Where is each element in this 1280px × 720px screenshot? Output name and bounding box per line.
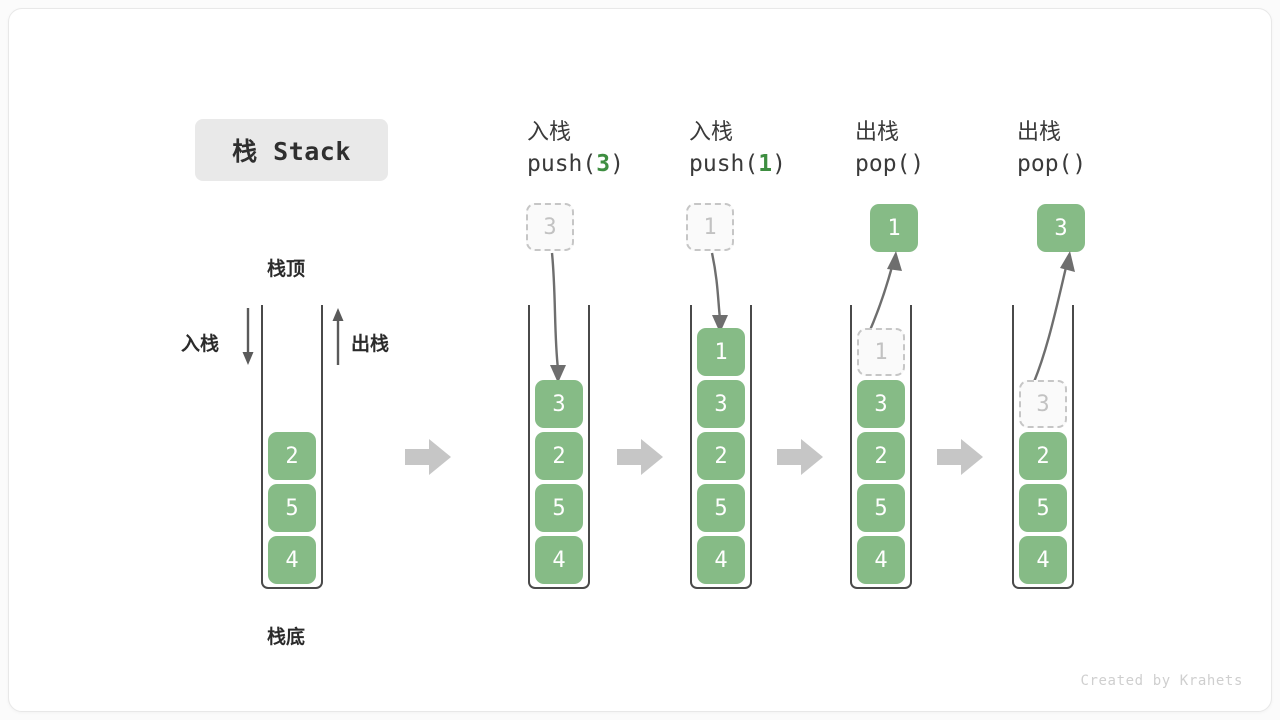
column-code-label: pop() (855, 147, 1035, 181)
column-header-push-1: 入栈 push(1) (689, 117, 869, 181)
stack-cell: 4 (535, 536, 583, 584)
step-arrow-icon (617, 439, 663, 475)
floating-cell: 3 (1037, 204, 1085, 252)
push-direction-label: 入栈 (181, 334, 220, 355)
stack-cell: 4 (857, 536, 905, 584)
stack-cell: 2 (535, 432, 583, 480)
column-header-pop-1: 出栈 pop() (855, 117, 1035, 181)
stack-cell: 1 (697, 328, 745, 376)
push-flow-arrow-icon (710, 252, 728, 333)
floating-cell: 3 (526, 203, 574, 251)
code-suffix: ) (1072, 151, 1087, 177)
code-prefix: pop( (1017, 151, 1073, 177)
stack-cell: 5 (268, 484, 316, 532)
stack-cell: 3 (1019, 380, 1067, 428)
column-op-label: 入栈 (689, 119, 734, 144)
column-header-push-3: 入栈 push(3) (527, 117, 707, 181)
column-op-label: 出栈 (855, 119, 900, 144)
stack-cell: 5 (535, 484, 583, 532)
step-arrow-icon (937, 439, 983, 475)
floating-cell: 1 (870, 204, 918, 252)
stack-cell: 2 (268, 432, 316, 480)
column-code-label: pop() (1017, 147, 1197, 181)
column-code-label: push(1) (689, 147, 869, 181)
code-prefix: push( (689, 151, 759, 177)
code-prefix: pop( (855, 151, 911, 177)
stack-container-push-1 (690, 305, 752, 589)
stack-bottom-label: 栈底 (267, 627, 306, 648)
stack-cell: 3 (857, 380, 905, 428)
stack-container-push-3 (528, 305, 590, 589)
floating-cell: 1 (686, 203, 734, 251)
code-prefix: push( (527, 151, 597, 177)
stack-container-pop-1 (850, 305, 912, 589)
code-arg: 1 (758, 151, 773, 177)
column-header-pop-3: 出栈 pop() (1017, 117, 1197, 181)
pop-direction-label: 出栈 (351, 334, 390, 355)
column-op-label: 入栈 (527, 119, 572, 144)
initial-stack-container (261, 305, 323, 589)
diagram-title-text: 栈 Stack (232, 137, 351, 166)
column-op-label: 出栈 (1017, 119, 1062, 144)
push-direction-arrow-icon (242, 308, 254, 365)
stack-container-pop-3 (1012, 305, 1074, 589)
stack-cell: 1 (857, 328, 905, 376)
stack-cell: 4 (268, 536, 316, 584)
push-flow-arrow-icon (550, 252, 566, 383)
stack-cell: 3 (697, 380, 745, 428)
stack-cell: 5 (1019, 484, 1067, 532)
stack-cell: 5 (857, 484, 905, 532)
code-suffix: ) (910, 151, 925, 177)
stack-top-label: 栈顶 (267, 259, 306, 280)
step-arrow-icon (777, 439, 823, 475)
step-arrow-icon (405, 439, 451, 475)
code-arg: 3 (596, 151, 611, 177)
stack-cell: 4 (1019, 536, 1067, 584)
stack-cell: 2 (697, 432, 745, 480)
diagram-title-chip: 栈 Stack (195, 119, 388, 181)
code-suffix: ) (772, 151, 786, 177)
stack-cell: 2 (857, 432, 905, 480)
stack-cell: 5 (697, 484, 745, 532)
stack-cell: 4 (697, 536, 745, 584)
code-suffix: ) (610, 151, 624, 177)
pop-flow-arrow-icon (1029, 251, 1075, 390)
stack-cell: 2 (1019, 432, 1067, 480)
stack-cell: 3 (535, 380, 583, 428)
column-code-label: push(3) (527, 147, 707, 181)
credit-text: Created by Krahets (1080, 673, 1243, 689)
diagram-card: 栈 Stack 栈顶 栈底 入栈 出栈 2 5 4 (8, 8, 1272, 712)
pop-direction-arrow-icon (332, 308, 344, 365)
